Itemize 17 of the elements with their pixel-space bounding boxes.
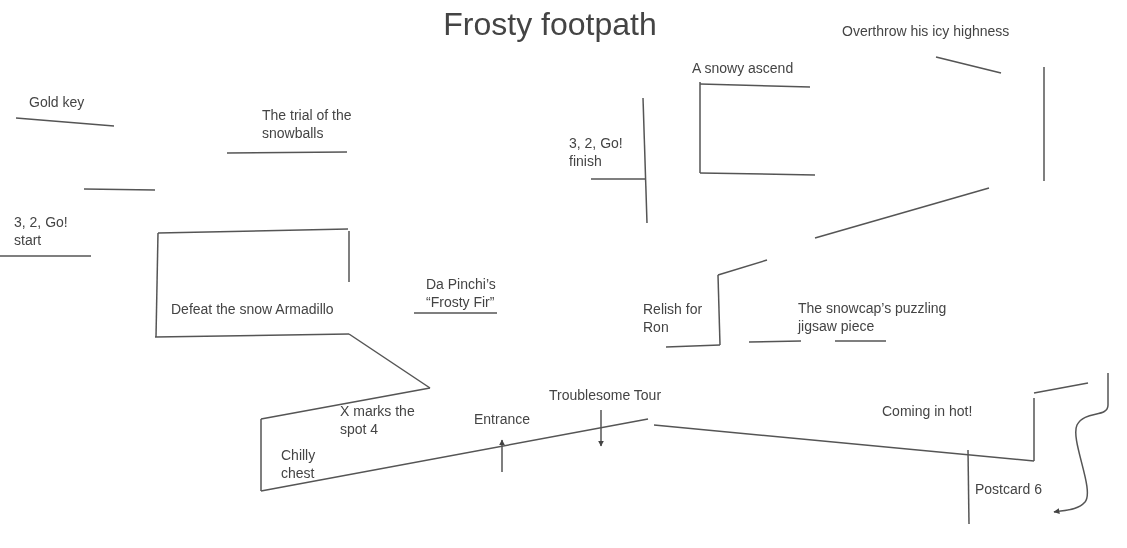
place-label: A snowy ascend xyxy=(692,59,795,77)
place-label: The trial of the snowballs xyxy=(262,106,353,142)
place-label: Chilly chest xyxy=(281,446,317,482)
place-label: Overthrow his icy highness xyxy=(842,22,1011,40)
place-label: Entrance xyxy=(474,410,532,428)
place-label: Gold key xyxy=(29,93,86,111)
place-label: Troublesome Tour xyxy=(549,386,663,404)
place-label: Relish for Ron xyxy=(643,300,704,336)
place-label: 3, 2, Go! start xyxy=(14,213,69,249)
place-label: The snowcap’s puzzling jigsaw piece xyxy=(798,299,948,335)
place-label: Postcard 6 xyxy=(975,480,1043,498)
place-label: X marks the spot 4 xyxy=(340,402,415,438)
place-label: Defeat the snow Armadillo xyxy=(171,300,335,318)
place-label: 3, 2, Go! finish xyxy=(569,134,624,170)
diagram-title: Frosty footpath xyxy=(442,6,658,43)
place-label: Coming in hot! xyxy=(882,402,974,420)
place-label: Da Pinchi’s “Frosty Fir” xyxy=(426,275,497,311)
